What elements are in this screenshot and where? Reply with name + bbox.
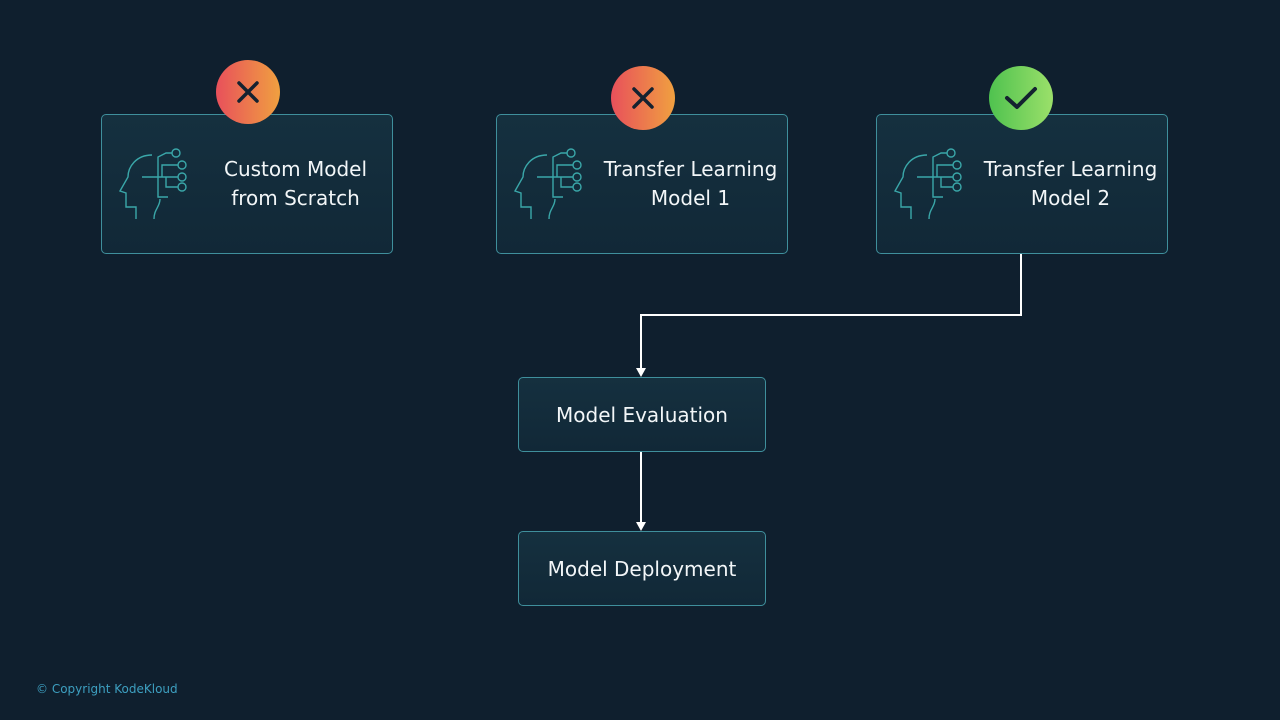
model-card-transfer-2[interactable]: Transfer Learning Model 2 [876, 114, 1168, 254]
model-card-custom[interactable]: Custom Model from Scratch [101, 114, 393, 254]
x-icon [611, 66, 675, 130]
model-card-transfer-1[interactable]: Transfer Learning Model 1 [496, 114, 788, 254]
ai-head-icon [893, 148, 962, 220]
arrow-model2-to-evaluation [640, 254, 1022, 369]
model-label: Transfer Learning Model 2 [983, 157, 1158, 210]
model-evaluation-step[interactable]: Model Evaluation [518, 377, 766, 452]
model-label: Transfer Learning Model 1 [603, 157, 778, 210]
model-deployment-step[interactable]: Model Deployment [518, 531, 766, 606]
check-icon [989, 66, 1053, 130]
model-label: Custom Model from Scratch [223, 157, 368, 210]
ai-head-icon [118, 148, 187, 220]
x-icon [216, 60, 280, 124]
copyright-text: © Copyright KodeKloud [36, 682, 178, 696]
ai-head-icon [513, 148, 582, 220]
